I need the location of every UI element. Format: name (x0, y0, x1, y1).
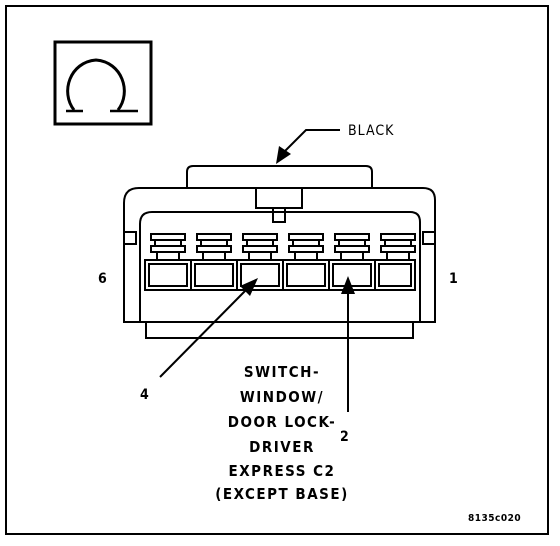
connector-caption: SWITCH- WINDOW/ DOOR LOCK- DRIVER EXPRES… (215, 363, 349, 503)
caption-line: SWITCH- (244, 363, 320, 381)
terminal-cavity (328, 233, 376, 291)
leader-pin-2 (341, 276, 355, 412)
terminal-cavities (144, 233, 416, 291)
color-label: BLACK (348, 123, 394, 139)
leader-pin-4 (159, 278, 258, 378)
figure-code: 8135c020 (468, 513, 521, 524)
pin-label-2: 2 (340, 429, 349, 445)
caption-line: WINDOW/ (240, 388, 324, 406)
terminal-cavity (190, 233, 238, 291)
caption-line: DRIVER (249, 438, 315, 456)
terminal-cavity (144, 233, 192, 291)
pin-label-4: 4 (140, 387, 149, 403)
leader-black (276, 129, 340, 164)
terminal-cavity (236, 233, 284, 291)
connector-view-symbol-icon (53, 40, 153, 126)
pin-label-1: 1 (449, 271, 458, 287)
pin-label-6: 6 (98, 271, 107, 287)
caption-line: DOOR LOCK- (228, 413, 336, 431)
terminal-cavity (282, 233, 330, 291)
connector-body (123, 165, 436, 339)
terminal-cavity (374, 233, 416, 291)
caption-line: EXPRESS C2 (229, 462, 336, 480)
diagram-frame (5, 5, 549, 535)
caption-line: (EXCEPT BASE) (215, 485, 349, 503)
